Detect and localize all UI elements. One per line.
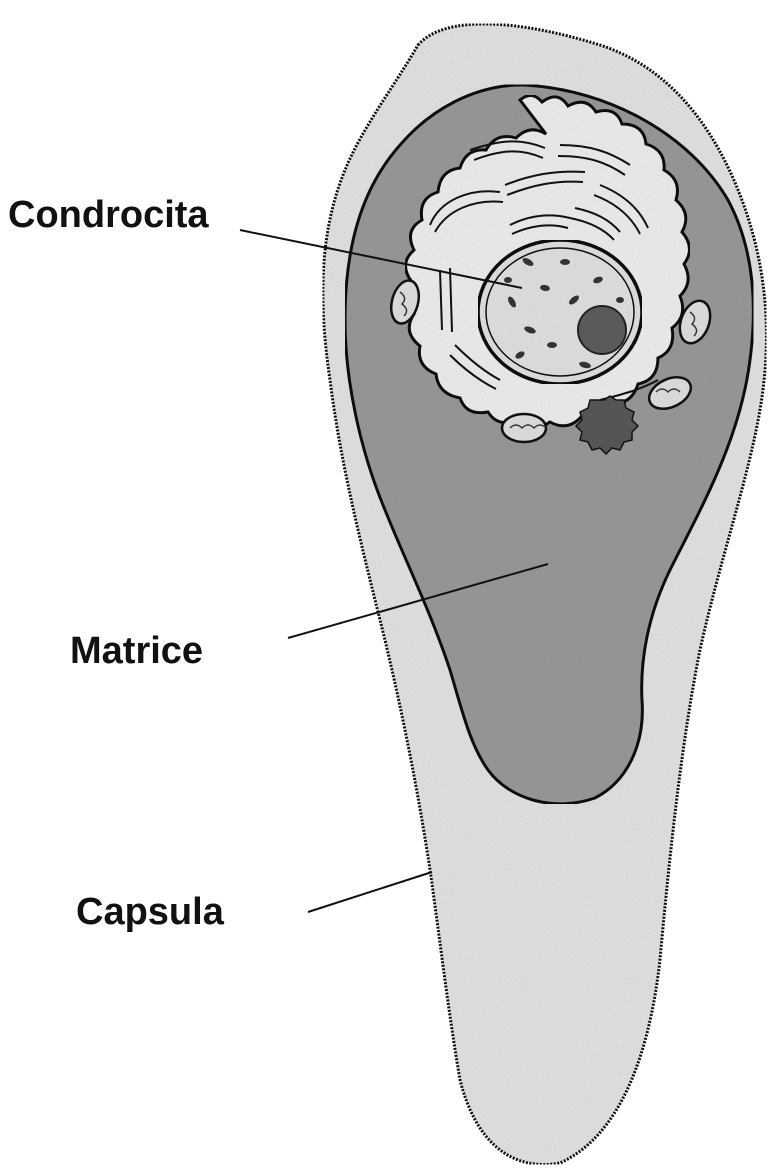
capsula-leader-line [308,872,432,912]
nucleolus [578,306,626,354]
label-matrice: Matrice [70,632,203,670]
label-condrocita: Condrocita [8,196,209,234]
label-capsula: Capsula [76,893,224,931]
